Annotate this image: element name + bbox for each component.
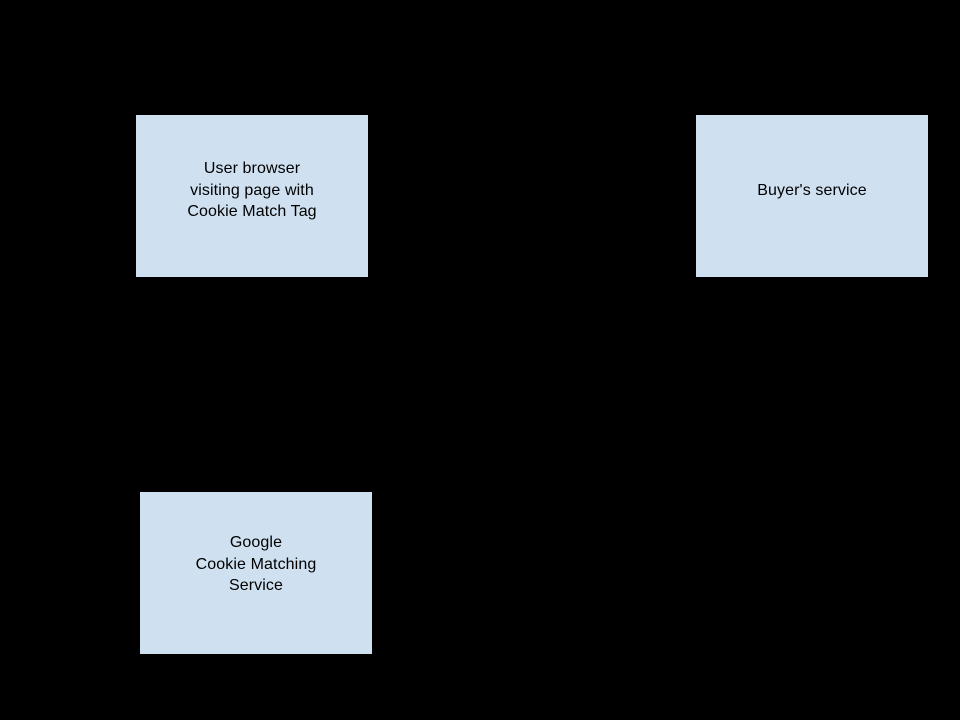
- node-google-cookie-matching-service-label: Google Cookie Matching Service: [195, 534, 317, 594]
- node-buyers-service-label: Buyer's service: [757, 182, 867, 199]
- node-google-cookie-matching-service[interactable]: Google Cookie Matching Service: [140, 492, 372, 654]
- node-user-browser[interactable]: User browser visiting page with Cookie M…: [136, 115, 368, 277]
- node-user-browser-label: User browser visiting page with Cookie M…: [187, 160, 317, 220]
- node-buyers-service[interactable]: Buyer's service: [696, 115, 928, 277]
